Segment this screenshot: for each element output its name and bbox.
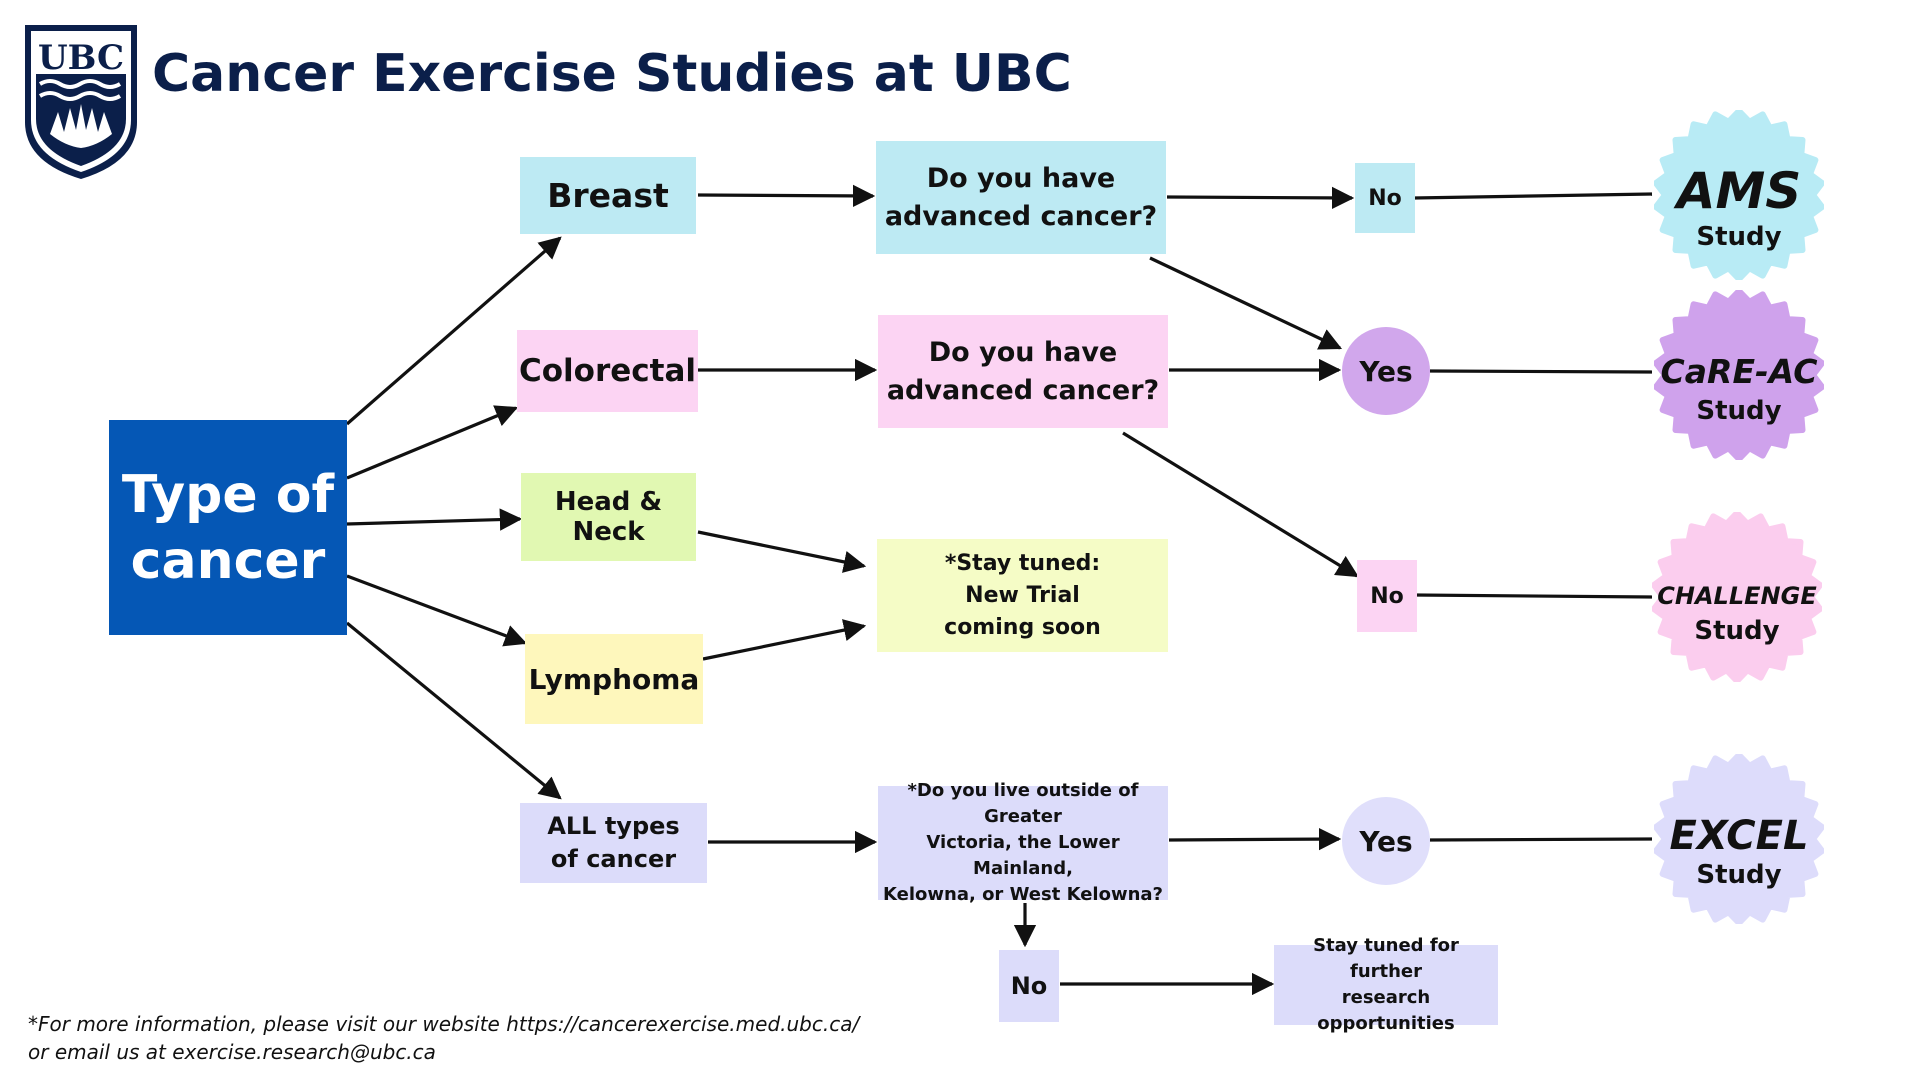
location-no-box: No [999,950,1059,1022]
challenge-study-seal: CHALLENGE Study [1652,512,1822,682]
arrow-root-to-head-neck [346,508,523,531]
all-types-box: ALL types of cancer [520,803,707,883]
arrow-breast-question-to-no [1166,186,1355,210]
arrow-location-question-to-yes [1168,827,1342,851]
seal-badge-shape [1654,754,1824,924]
svg-text:UBC: UBC [38,38,124,78]
arrow-root-to-all-types [345,621,562,800]
arrow-breast-to-question [697,184,876,208]
careac-study-sub: Study [1696,396,1782,426]
colorectal-box: Colorectal [517,330,698,412]
arrow-breast-question-to-yes [1149,256,1343,350]
seal-badge-shape [1654,110,1824,280]
line-no-to-ams [1413,192,1653,200]
advanced-yes-label: Yes [1359,354,1413,388]
location-question-label: *Do you live outside of Greater Victoria… [883,780,1163,905]
breast-no-label: No [1368,185,1402,211]
lymphoma-box: Lymphoma [525,634,703,724]
location-yes-circle: Yes [1342,797,1430,885]
challenge-study-sub: Study [1694,616,1780,646]
breast-advanced-question-label: Do you have advanced cancer? [884,162,1158,232]
ams-study-sub: Study [1696,222,1782,252]
head-neck-box: Head & Neck [521,473,696,561]
location-yes-label: Yes [1359,824,1413,858]
breast-box: Breast [520,157,696,234]
ams-study-name: AMS [1676,162,1802,220]
breast-label: Breast [547,176,669,215]
location-no-label: No [1010,972,1048,1000]
arrow-lymphoma-to-stay-tuned [702,619,867,661]
excel-study-sub: Study [1696,860,1782,890]
line-yes-to-excel [1429,837,1653,842]
type-of-cancer-box: Type of cancer [109,420,347,635]
colorectal-label: Colorectal [518,353,697,389]
advanced-yes-circle: Yes [1342,327,1430,415]
arrow-root-to-breast [345,236,562,426]
line-no-to-challenge [1413,593,1653,599]
colorectal-advanced-question-box: Do you have advanced cancer? [878,315,1168,428]
arrow-colorectal-question-to-no [1122,431,1359,578]
footer-contact-note: *For more information, please visit our … [28,1012,860,1064]
challenge-study-name: CHALLENGE [1657,582,1817,610]
arrow-root-to-lymphoma [346,574,528,647]
page-title: Cancer Exercise Studies at UBC [152,44,1072,104]
excel-study-seal: EXCEL Study [1654,754,1824,924]
careac-study-seal: CaRE-AC Study [1654,290,1824,460]
seal-badge-shape [1652,512,1822,682]
all-types-label: ALL types of cancer [547,812,680,873]
careac-study-name: CaRE-AC [1660,352,1818,391]
colorectal-no-label: No [1370,583,1404,609]
stay-tuned-box: *Stay tuned: New Trial coming soon [877,539,1168,652]
arrow-head-neck-to-stay-tuned [697,530,867,573]
further-research-label: Stay tuned for further research opportun… [1313,935,1459,1034]
breast-advanced-question-box: Do you have advanced cancer? [876,141,1166,254]
seal-badge-shape [1654,290,1824,460]
excel-study-name: EXCEL [1669,813,1809,859]
head-neck-label: Head & Neck [554,487,663,547]
lymphoma-label: Lymphoma [528,662,700,696]
further-research-box: Stay tuned for further research opportun… [1274,935,1498,1034]
ubc-logo: UBC [22,22,140,182]
arrow-root-to-colorectal [346,405,519,480]
type-of-cancer-label: Type of cancer [121,464,335,591]
line-yes-to-careac [1429,369,1653,374]
ams-study-seal: AMS Study [1654,110,1824,280]
location-question-box: *Do you live outside of Greater Victoria… [878,780,1168,905]
stay-tuned-label: *Stay tuned: New Trial coming soon [944,550,1101,640]
colorectal-no-box: No [1357,560,1417,632]
colorectal-advanced-question-label: Do you have advanced cancer? [886,336,1160,406]
breast-no-box: No [1355,163,1415,233]
